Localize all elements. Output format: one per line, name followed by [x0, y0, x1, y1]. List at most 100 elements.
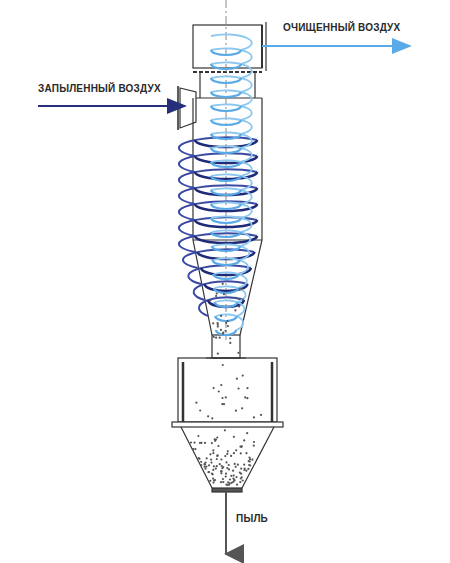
dust-dot — [248, 464, 250, 466]
dust-dot — [222, 466, 224, 468]
dust-dot — [225, 461, 227, 463]
dust-dot — [212, 482, 214, 484]
dust-dot — [212, 449, 214, 451]
dust-dot — [233, 452, 235, 454]
inner-vortex — [215, 316, 236, 321]
dust-dot — [222, 481, 224, 483]
dust-dot — [216, 455, 218, 457]
dust-dot — [222, 332, 224, 334]
dust-dot — [241, 407, 243, 409]
dust-dot — [200, 461, 202, 463]
dust-dot — [242, 479, 244, 481]
dust-dot — [228, 464, 230, 466]
dust-dot — [212, 478, 214, 480]
dust-dot — [216, 436, 218, 438]
dust-dot — [194, 448, 196, 450]
dust-dot — [240, 452, 242, 454]
inner-vortex — [211, 190, 241, 195]
dust-dot — [246, 397, 248, 399]
dust-dot — [240, 468, 242, 470]
dust-dot — [218, 390, 220, 392]
dust-dot — [240, 446, 242, 448]
dust-dot — [216, 458, 218, 460]
dust-dot — [207, 415, 209, 417]
dust-dot — [205, 466, 207, 468]
dust-dot — [233, 480, 235, 482]
dust-dot — [233, 474, 235, 476]
dust-dot — [215, 295, 217, 297]
inner-vortex — [211, 160, 252, 176]
dust-dot — [216, 293, 218, 295]
dust-dot — [209, 480, 211, 482]
dust-dot — [242, 299, 244, 301]
dust-arrow — [225, 492, 227, 554]
dust-dot — [225, 330, 227, 332]
dust-dot — [195, 402, 197, 404]
inner-vortex — [215, 286, 246, 302]
inner-vortex — [215, 300, 244, 316]
dust-dot — [197, 435, 199, 437]
dust-dot — [198, 457, 200, 459]
inner-vortex — [211, 132, 252, 148]
dust-dot — [253, 445, 255, 447]
flow-label: ПЫЛЬ — [236, 513, 268, 524]
dust-dot — [203, 466, 205, 468]
outlet-arrow — [262, 45, 410, 47]
dust-dot — [245, 470, 247, 472]
dust-dot — [225, 475, 227, 477]
inner-vortex — [211, 64, 241, 69]
dust-dot — [222, 283, 224, 285]
dust-dot — [222, 332, 224, 334]
inner-vortex — [216, 330, 236, 335]
dust-dot — [241, 476, 243, 478]
dust-dot — [253, 416, 255, 418]
dust-dot — [217, 353, 219, 355]
dust-dot — [228, 484, 230, 486]
dust-dot — [206, 457, 208, 459]
dust-dot — [212, 473, 214, 475]
dust-dot — [213, 465, 215, 467]
dust-dot — [213, 387, 215, 389]
dust-dot — [227, 325, 229, 327]
inner-vortex — [211, 106, 241, 111]
dust-dot — [248, 456, 250, 458]
dust-dot — [236, 378, 238, 380]
dust-dot — [229, 478, 231, 480]
dust-dot — [200, 464, 202, 466]
dust-dot — [208, 464, 210, 466]
dust-dot — [237, 464, 239, 466]
dust-dot — [230, 455, 232, 457]
inner-vortex — [211, 202, 252, 218]
inner-vortex — [211, 188, 252, 204]
inner-vortex — [211, 62, 252, 78]
dust-dot — [217, 326, 219, 328]
inner-vortex — [211, 118, 252, 134]
dust-dot — [193, 442, 195, 444]
dust-dot — [243, 464, 245, 466]
dust-dot — [239, 472, 241, 474]
dust-dot — [230, 475, 232, 477]
dust-dot — [220, 384, 222, 386]
dust-dot — [226, 467, 228, 469]
dust-dot — [243, 469, 245, 471]
dust-dot — [219, 337, 221, 339]
dust-dot — [246, 387, 248, 389]
dust-dot — [225, 322, 227, 324]
dust-dot — [239, 481, 241, 483]
dust-dot — [209, 299, 211, 301]
dust-dot — [242, 375, 244, 377]
dust-dot — [209, 453, 211, 455]
dust-dot — [248, 460, 250, 462]
dust-dot — [192, 448, 194, 450]
inner-vortex — [215, 302, 238, 307]
dust-dot — [214, 479, 216, 481]
dust-dot — [212, 469, 214, 471]
inner-vortex — [211, 218, 241, 223]
dust-dot — [246, 432, 248, 434]
dust-dot — [213, 480, 215, 482]
dust-dot — [224, 429, 226, 431]
dust-dot — [204, 468, 206, 470]
dust-dot — [234, 463, 236, 465]
inner-vortex — [211, 232, 241, 237]
dust-dot — [208, 471, 210, 473]
